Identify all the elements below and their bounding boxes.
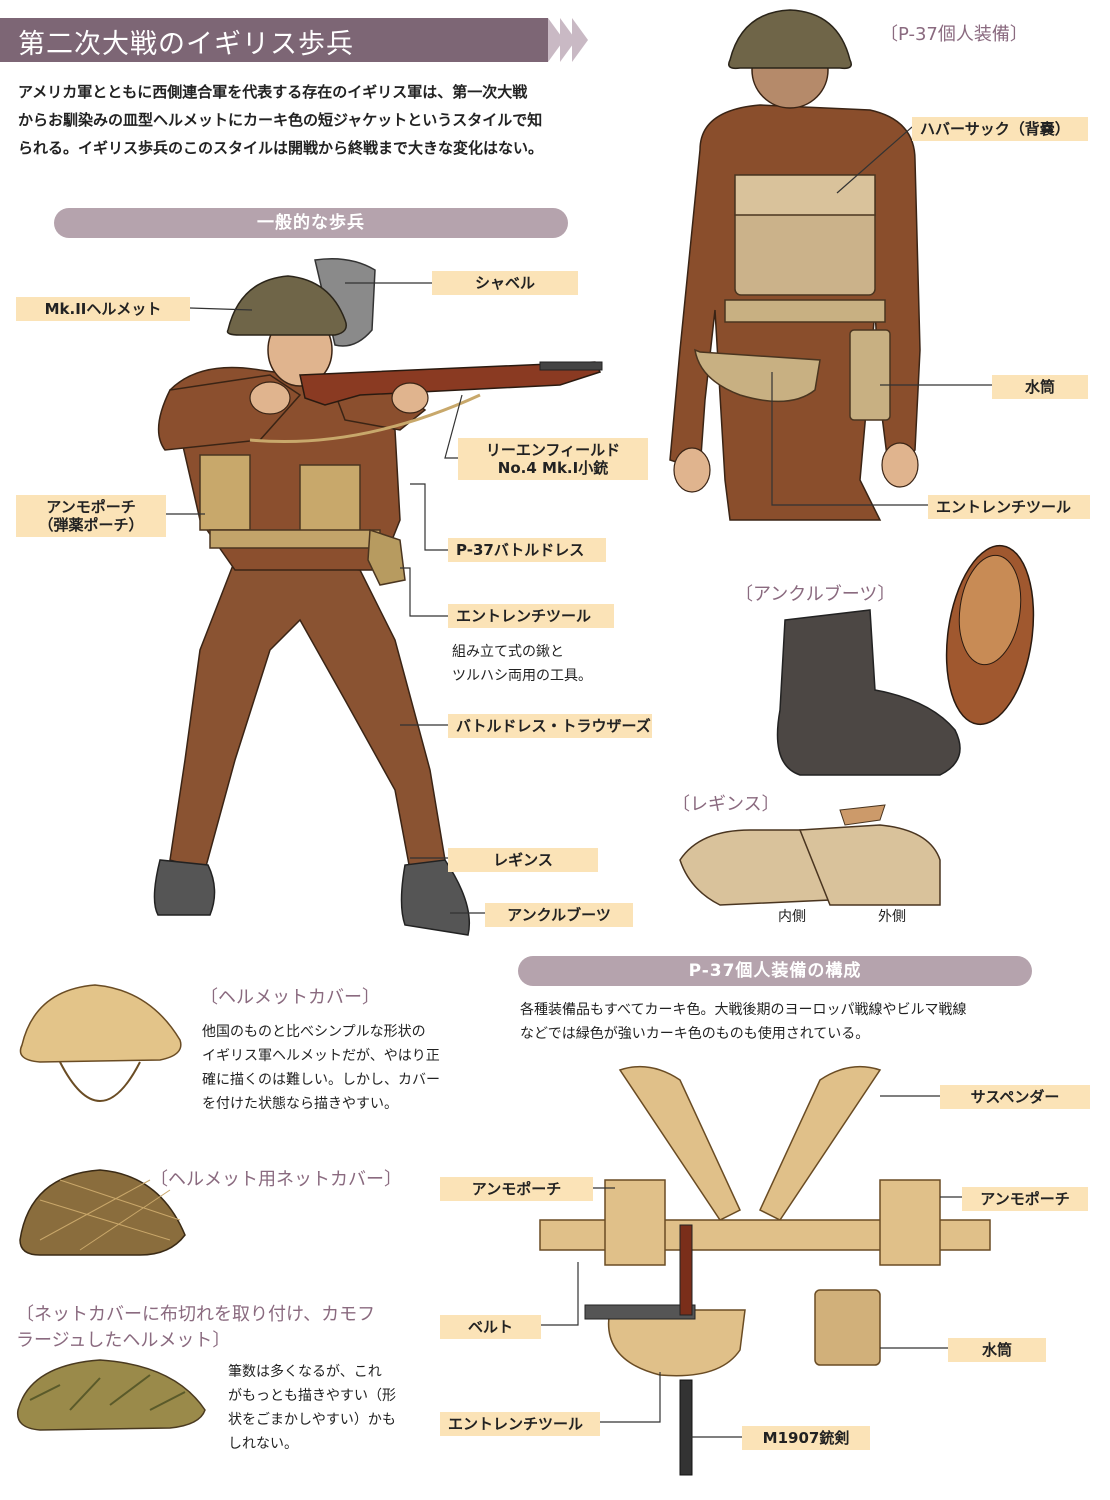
label-leggings: レギンス [448,848,598,872]
label-battledress-trousers: バトルドレス・トラウザーズ [448,714,652,738]
leggings-outside-label: 外側 [878,909,906,925]
intro-line: アメリカ軍とともに西側連合軍を代表する存在のイギリス軍は、第一次大戦 [18,83,528,101]
helmet-cover-illustration [19,984,182,1102]
label-ammo-pouch: アンモポーチ （弾薬ポーチ） [16,495,166,537]
ankle-boots-title: 〔アンクルブーツ〕 [735,584,896,605]
leggings-illustration [679,804,941,906]
intro-line: られる。イギリス歩兵のこのスタイルは開戦から終戦まで大きな変化はない。 [18,139,544,157]
camo-helmet-illustration [16,1359,206,1431]
entrench-note-line: 組み立て式の鍬と [452,644,564,660]
label-ammo-line1: アンモポーチ [46,498,136,516]
label-canteen: 水筒 [992,375,1088,399]
camo-note-line: がもっとも描きやすい（形 [228,1388,396,1404]
back-view-title: 〔P-37個人装備〕 [880,24,1028,45]
p37-intro-line: 各種装備品もすべてカーキ色。大戦後期のヨーロッパ戦線やビルマ戦線 [520,1002,967,1018]
leggings-title: 〔レギンス〕 [672,794,780,815]
label-canteen-p37: 水筒 [948,1338,1046,1362]
helmet-cover-note: 他国のものと比べシンプルな形状の イギリス軍ヘルメットだが、やはり正 確に描くの… [202,1020,440,1116]
camo-note-line: しれない。 [228,1436,298,1452]
label-rifle-line2: No.4 Mk.I小銃 [497,459,609,477]
ankle-boots-illustration [776,544,1035,776]
p37-webbing-illustration [539,1065,991,1476]
chevron-icon [572,18,588,62]
label-belt: ベルト [440,1315,541,1339]
label-p37-battledress: P-37バトルドレス [448,538,606,562]
p37-intro: 各種装備品もすべてカーキ色。大戦後期のヨーロッパ戦線やビルマ戦線 などでは緑色が… [520,998,966,1046]
helmet-cover-note-line: イギリス軍ヘルメットだが、やはり正 [202,1048,440,1064]
label-m1907-bayonet: M1907銃剣 [742,1426,870,1450]
net-cover-title: 〔ヘルメット用ネットカバー〕 [150,1169,402,1190]
helmet-cover-note-line: 確に描くのは難しい。しかし、カバー [202,1072,440,1088]
entrench-note-line: ツルハシ両用の工具。 [452,668,592,684]
back-view-illustration [669,9,921,521]
label-shovel: シャベル [432,271,578,295]
leggings-inside-label: 内側 [778,909,806,925]
helmet-cover-note-line: を付けた状態なら描きやすい。 [202,1096,398,1112]
entrench-note: 組み立て式の鍬と ツルハシ両用の工具。 [452,640,592,688]
label-haversack: ハバーサック（背嚢） [912,117,1088,141]
soldier-illustration [153,258,603,936]
label-entrenching-tool-p37: エントレンチツール [440,1412,600,1436]
label-ammo-pouch-left: アンモポーチ [440,1177,593,1201]
label-suspender: サスペンダー [940,1085,1090,1109]
label-rifle-line1: リーエンフィールド [485,441,621,459]
label-ammo-line2: （弾薬ポーチ） [38,516,144,534]
camo-title-line: ラージュしたヘルメット〕 [16,1330,231,1351]
p37-intro-line: などでは緑色が強いカーキ色のものも使用されている。 [520,1026,870,1042]
camo-note-line: 筆数は多くなるが、これ [228,1364,382,1380]
label-lee-enfield-rifle: リーエンフィールド No.4 Mk.I小銃 [458,438,648,480]
label-ankle-boots: アンクルブーツ [485,903,633,927]
intro-text: アメリカ軍とともに西側連合軍を代表する存在のイギリス軍は、第一次大戦 からお馴染… [18,78,598,162]
helmet-cover-title: 〔ヘルメットカバー〕 [200,987,380,1008]
helmet-cover-note-line: 他国のものと比べシンプルな形状の [202,1024,426,1040]
camo-note-line: 状をごまかしやすい）かも [228,1412,396,1428]
label-mk2-helmet: Mk.IIヘルメット [16,297,190,321]
intro-line: からお馴染みの皿型ヘルメットにカーキ色の短ジャケットというスタイルで知 [18,111,543,129]
camo-title-line: 〔ネットカバーに布切れを取り付け、カモフ [16,1304,376,1325]
title-banner [0,18,548,62]
section-title-soldier: 一般的な歩兵 [54,208,568,238]
section-title-p37: P-37個人装備の構成 [518,956,1032,986]
leader-lines [165,126,992,1438]
label-ammo-pouch-right: アンモポーチ [962,1187,1088,1211]
label-entrenching-tool: エントレンチツール [448,604,614,628]
camo-title: 〔ネットカバーに布切れを取り付け、カモフ ラージュしたヘルメット〕 [16,1302,375,1354]
page-title: 第二次大戦のイギリス歩兵 [18,29,354,60]
camo-note: 筆数は多くなるが、これ がもっとも描きやすい（形 状をごまかしやすい）かも しれ… [228,1360,396,1456]
label-entrenching-tool-back: エントレンチツール [928,495,1090,519]
